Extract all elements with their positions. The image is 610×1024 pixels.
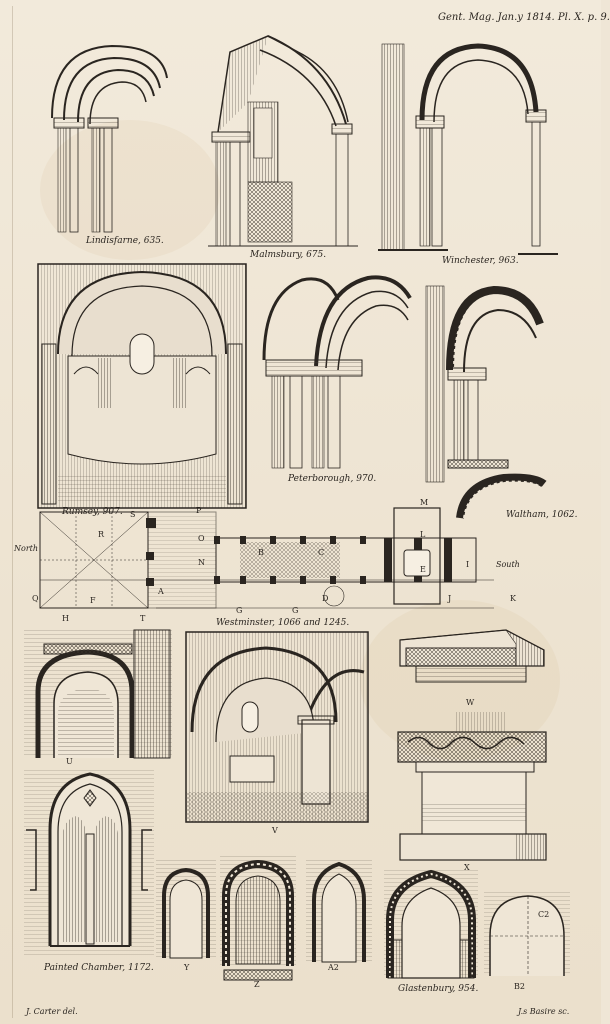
painted-chamber-caption: Painted Chamber, 1172.	[44, 963, 154, 973]
plan-label-t: T	[140, 614, 146, 623]
waltham-caption: Waltham, 1062.	[506, 510, 578, 520]
figure-c2-label: C2	[538, 910, 550, 919]
winchester-caption: Winchester, 963.	[442, 256, 519, 266]
plan-label-south: South	[496, 560, 520, 569]
figure-w-label: W	[466, 698, 475, 707]
plan-label-o: O	[198, 534, 205, 543]
plan-label-g: G	[236, 606, 243, 615]
glastenbury-arch-drawing	[384, 869, 478, 980]
artist-credit: J. Carter del.	[26, 1007, 78, 1016]
figure-u-label: U	[66, 757, 73, 766]
plan-label-j: J	[448, 594, 452, 603]
lindisfarne-arch-drawing	[42, 38, 172, 234]
figure-x-label: X	[464, 863, 470, 872]
winchester-arch-drawing	[378, 40, 560, 258]
peterborough-arch-drawing	[256, 270, 414, 470]
rumsey-interior-drawing	[37, 263, 247, 509]
plan-label-g-second: G	[292, 606, 299, 615]
malmsbury-arch-drawing	[208, 32, 358, 250]
plan-label-q: Q	[32, 594, 39, 603]
plan-label-p: P	[196, 506, 202, 515]
glastenbury-caption: Glastenbury, 954.	[398, 984, 479, 994]
plan-label-f: F	[90, 596, 96, 605]
peterborough-caption: Peterborough, 970.	[288, 474, 377, 484]
plan-label-d: D	[322, 594, 329, 603]
plan-label-e: E	[420, 565, 426, 574]
plan-label-k: K	[510, 594, 516, 603]
plan-label-north: North	[14, 544, 39, 553]
figure-b2-arch-diagram	[484, 892, 570, 978]
plan-label-b: B	[258, 548, 264, 557]
plate-border	[12, 6, 591, 1018]
plan-label-a: A	[158, 587, 164, 596]
plan-label-c: C	[318, 548, 325, 557]
figure-y-doorway	[156, 860, 216, 960]
plan-label-m: M	[420, 498, 429, 507]
plan-label-n: N	[198, 558, 205, 567]
waltham-arch-drawing	[424, 284, 547, 519]
engraver-credit: J.s Basire sc.	[518, 1007, 570, 1016]
westminster-caption: Westminster, 1066 and 1245.	[216, 618, 350, 628]
figure-v-label: V	[272, 826, 278, 835]
figure-v-vault-interior	[185, 631, 369, 823]
figure-b2-label: B2	[514, 982, 525, 991]
figure-x-capital	[396, 712, 550, 862]
painted-chamber-window	[24, 770, 154, 956]
westminster-ground-plan	[34, 507, 504, 618]
lindisfarne-caption: Lindisfarne, 635.	[86, 236, 164, 246]
plan-label-h: H	[62, 614, 69, 623]
plan-label-r: R	[98, 530, 105, 539]
plate-citation: Gent. Mag. Jan.y 1814. Pl. X. p. 9.	[438, 12, 610, 23]
figure-z-label: Z	[254, 980, 260, 989]
figure-a2-doorway	[306, 860, 372, 964]
malmsbury-caption: Malmsbury, 675.	[250, 250, 327, 260]
figure-a2-label: A2	[328, 963, 339, 972]
plan-label-s: S	[130, 510, 136, 519]
figure-u-drawing	[24, 629, 172, 760]
plan-label-i: I	[466, 560, 470, 569]
plan-label-l: L	[420, 530, 426, 539]
figure-y-label: Y	[184, 963, 190, 972]
figure-w-capital	[396, 620, 548, 700]
figure-z-doorway	[220, 856, 296, 984]
